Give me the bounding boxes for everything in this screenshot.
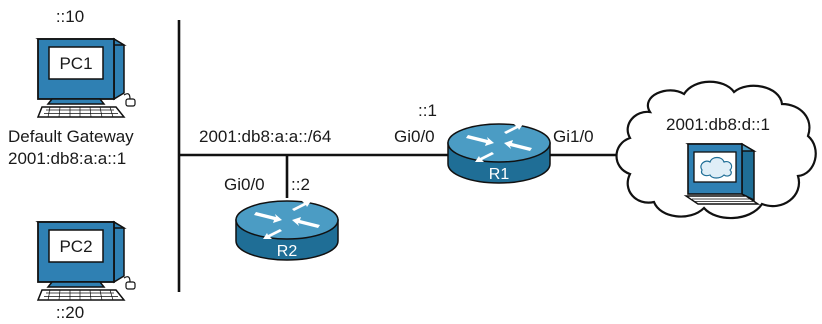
desktop-computer-icon (35, 220, 136, 301)
r1-router[interactable]: R1 (447, 123, 551, 184)
remote-network[interactable]: 2001:db8:d::1 (615, 80, 817, 220)
lan-prefix-label: 2001:db8:a:a::/64 (199, 127, 331, 146)
r2-router[interactable]: R2 (235, 200, 339, 261)
pc1-gateway-address: 2001:db8:a:a::1 (8, 149, 126, 168)
r1-wan-interface-label: Gi1/0 (553, 127, 594, 146)
desktop-computer-icon (35, 37, 136, 118)
remote-address-label: 2001:db8:d::1 (666, 115, 770, 134)
pc2-address: ::20 (56, 303, 84, 322)
pc1-name: PC1 (59, 54, 92, 73)
pc2-name: PC2 (59, 237, 92, 256)
r1-name: R1 (489, 166, 510, 183)
r1-lan-address-label: ::1 (418, 101, 437, 120)
pc1-device[interactable]: PC1 (35, 37, 136, 118)
r1-lan-interface-label: Gi0/0 (394, 127, 435, 146)
server-icon (683, 142, 761, 205)
r2-name: R2 (277, 243, 298, 260)
r2-interface-label: Gi0/0 (224, 175, 265, 194)
router-icon (447, 123, 551, 184)
router-icon (235, 200, 339, 261)
r2-address-label: ::2 (291, 175, 310, 194)
pc1-gateway-label: Default Gateway (8, 127, 134, 146)
pc1-address: ::10 (56, 7, 84, 26)
pc2-device[interactable]: PC2 (35, 220, 136, 301)
